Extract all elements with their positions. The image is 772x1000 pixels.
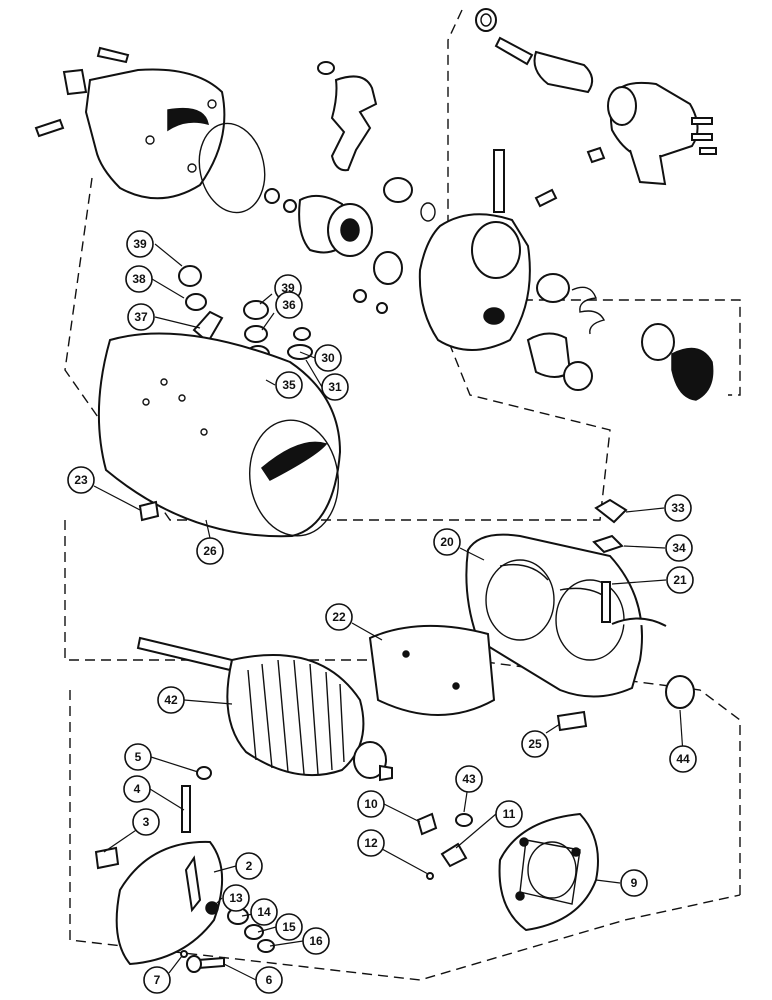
- svg-text:11: 11: [503, 807, 516, 821]
- svg-text:22: 22: [332, 610, 346, 624]
- callout-35: 35: [275, 371, 303, 399]
- svg-text:15: 15: [282, 920, 296, 934]
- svg-text:26: 26: [203, 544, 217, 558]
- callout-37: 37: [127, 303, 155, 331]
- svg-text:4: 4: [134, 782, 141, 796]
- callout-36: 36: [275, 291, 303, 319]
- callout-2: 2: [235, 852, 263, 880]
- svg-text:16: 16: [309, 934, 323, 948]
- drive-housing: [34, 46, 266, 214]
- callout-3: 3: [132, 808, 160, 836]
- svg-text:5: 5: [135, 750, 142, 764]
- callout-43: 43: [455, 765, 483, 793]
- callout-9: 9: [620, 869, 648, 897]
- svg-text:12: 12: [364, 836, 378, 850]
- svg-text:38: 38: [132, 272, 146, 286]
- callout-30: 30: [314, 344, 342, 372]
- center-housing: [353, 149, 714, 401]
- callout-10: 10: [357, 790, 385, 818]
- svg-text:13: 13: [229, 891, 243, 905]
- svg-text:36: 36: [282, 298, 296, 312]
- svg-text:25: 25: [528, 737, 542, 751]
- callout-15: 15: [275, 913, 303, 941]
- callout-20: 20: [433, 528, 461, 556]
- svg-text:31: 31: [328, 380, 342, 394]
- callout-13: 13: [222, 884, 250, 912]
- callouts: 39 38 37 39 36 30 31 35 23 26 33 34 20 2…: [67, 230, 697, 994]
- svg-text:9: 9: [631, 876, 638, 890]
- svg-text:23: 23: [74, 473, 88, 487]
- svg-text:44: 44: [676, 752, 690, 766]
- callout-39-upper-left: 39: [126, 230, 154, 258]
- callout-34: 34: [665, 534, 693, 562]
- commutator-end-head: [498, 812, 599, 932]
- housing-group-outline: [64, 177, 611, 521]
- svg-text:7: 7: [154, 973, 161, 987]
- callout-21: 21: [666, 566, 694, 594]
- brush-hardware: [416, 812, 473, 880]
- leader-lines: [93, 243, 684, 981]
- svg-text:6: 6: [266, 973, 273, 987]
- callout-14: 14: [250, 898, 278, 926]
- callout-22: 22: [325, 603, 353, 631]
- armature: [136, 636, 393, 782]
- callout-38: 38: [125, 265, 153, 293]
- callout-7: 7: [143, 966, 171, 994]
- svg-text:34: 34: [672, 541, 686, 555]
- svg-text:43: 43: [462, 772, 476, 786]
- svg-text:39: 39: [133, 237, 147, 251]
- svg-text:21: 21: [673, 573, 687, 587]
- shift-lever-and-pinion: [264, 61, 436, 257]
- svg-text:33: 33: [671, 501, 685, 515]
- svg-text:2: 2: [246, 859, 253, 873]
- svg-text:10: 10: [364, 797, 378, 811]
- svg-text:3: 3: [143, 815, 150, 829]
- callout-6: 6: [255, 966, 283, 994]
- end-plate: [94, 766, 275, 973]
- callout-11: 11: [495, 800, 523, 828]
- callout-12: 12: [357, 829, 385, 857]
- solenoid-assembly: [475, 8, 717, 186]
- callout-4: 4: [123, 775, 151, 803]
- callout-5: 5: [124, 743, 152, 771]
- svg-text:14: 14: [257, 905, 271, 919]
- svg-text:35: 35: [282, 378, 296, 392]
- solenoid-group-outline: [447, 9, 741, 396]
- end-cap-group-outline: [69, 690, 741, 981]
- callout-42: 42: [157, 686, 185, 714]
- callout-26: 26: [196, 537, 224, 565]
- callout-44: 44: [669, 745, 697, 773]
- field-coil-assembly: [368, 498, 695, 732]
- callout-16: 16: [302, 927, 330, 955]
- callout-23: 23: [67, 466, 95, 494]
- callout-33: 33: [664, 494, 692, 522]
- svg-text:30: 30: [321, 351, 335, 365]
- svg-text:37: 37: [134, 310, 148, 324]
- svg-text:42: 42: [164, 693, 178, 707]
- callout-31: 31: [321, 373, 349, 401]
- svg-text:20: 20: [440, 535, 454, 549]
- callout-25: 25: [521, 730, 549, 758]
